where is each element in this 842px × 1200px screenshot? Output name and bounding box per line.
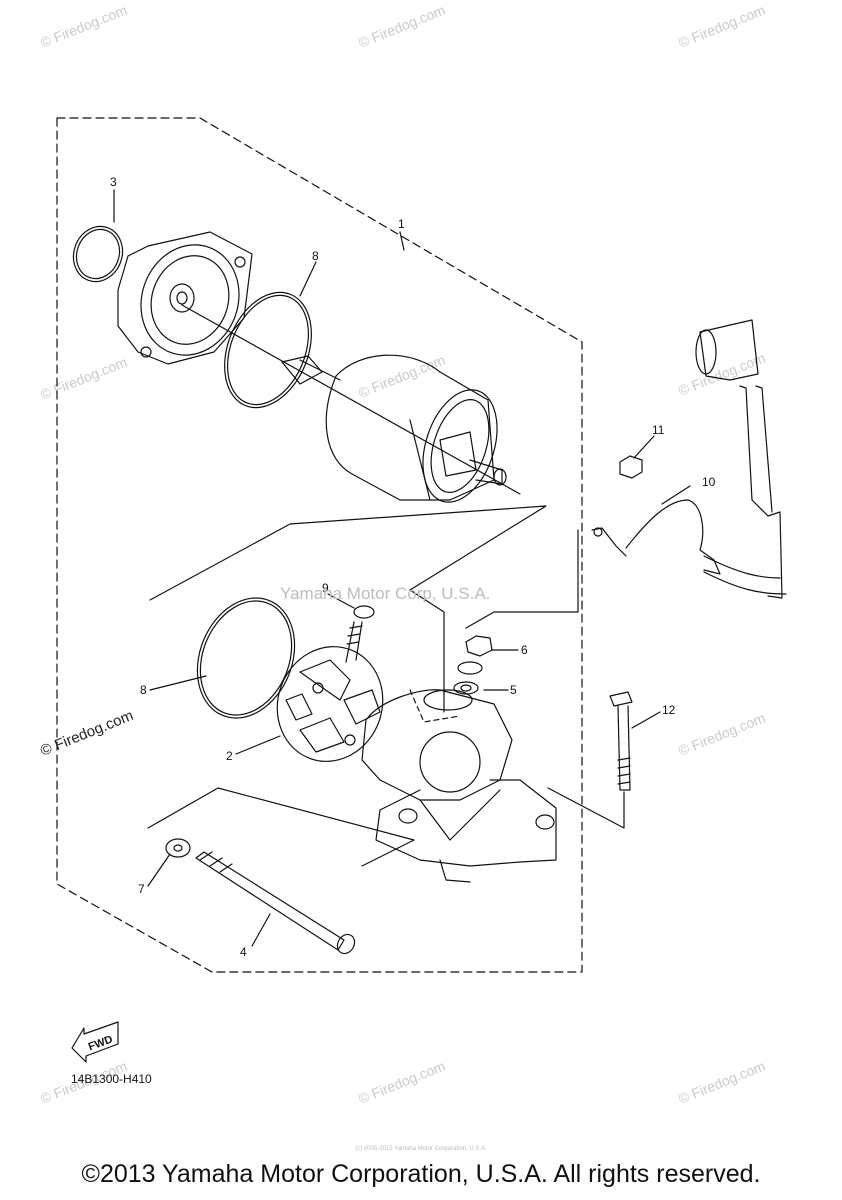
copyright-notice: ©2013 Yamaha Motor Corporation, U.S.A. A… (81, 1160, 761, 1188)
leader-2 (235, 735, 281, 755)
through-bolt (195, 851, 356, 955)
fwd-arrow-icon (71, 1021, 119, 1063)
callout-1: 1 (398, 217, 405, 231)
washer-small (353, 605, 375, 619)
leader-7 (147, 853, 171, 887)
terminal-nut-washers (453, 635, 493, 695)
callout-6: 6 (521, 643, 528, 657)
o-ring-lower (196, 597, 296, 719)
o-ring-small (72, 225, 124, 283)
assembly-boundary (56, 117, 583, 973)
guide-box-lower (147, 787, 415, 867)
leader-1 (399, 231, 405, 251)
callout-8b: 8 (140, 683, 147, 697)
callout-7: 7 (138, 882, 145, 896)
guide-line-armature (181, 304, 521, 495)
leader-4 (251, 913, 271, 947)
watermark-yamaha: Yamaha Motor Corp, U.S.A. (280, 584, 491, 603)
guide-line-terminal (465, 529, 579, 629)
callout-11: 11 (652, 423, 665, 437)
armature-yoke (281, 354, 507, 503)
leader-8a (299, 261, 317, 297)
mounting-bolt (609, 691, 633, 791)
leader-9 (327, 593, 355, 609)
o-ring-large (224, 291, 312, 409)
callout-9: 9 (322, 581, 329, 595)
front-cover (117, 231, 253, 365)
cable-nut (619, 455, 643, 479)
washer-bolt (165, 838, 191, 858)
callout-4: 4 (240, 945, 247, 959)
callout-12: 12 (662, 703, 676, 717)
guide-line-bolt (547, 787, 625, 829)
starter-cable (591, 319, 787, 599)
brush-holder (276, 621, 384, 762)
part-code: 14B1300-H410 (71, 1072, 152, 1086)
leader-10 (661, 485, 691, 505)
leader-8b (149, 675, 207, 691)
callout-5: 5 (510, 683, 517, 697)
small-print: (c) 2005-2015 Yamaha Motor Corporation, … (355, 1146, 487, 1152)
leader-11 (633, 435, 655, 459)
callout-8: 8 (312, 249, 319, 263)
guide-dashed-brush (409, 689, 461, 723)
guide-box-upper (149, 505, 547, 713)
leader-12 (631, 711, 661, 729)
callout-2: 2 (226, 749, 233, 763)
rear-housing (361, 689, 557, 883)
callout-3: 3 (110, 175, 117, 189)
callout-10: 10 (702, 475, 716, 489)
